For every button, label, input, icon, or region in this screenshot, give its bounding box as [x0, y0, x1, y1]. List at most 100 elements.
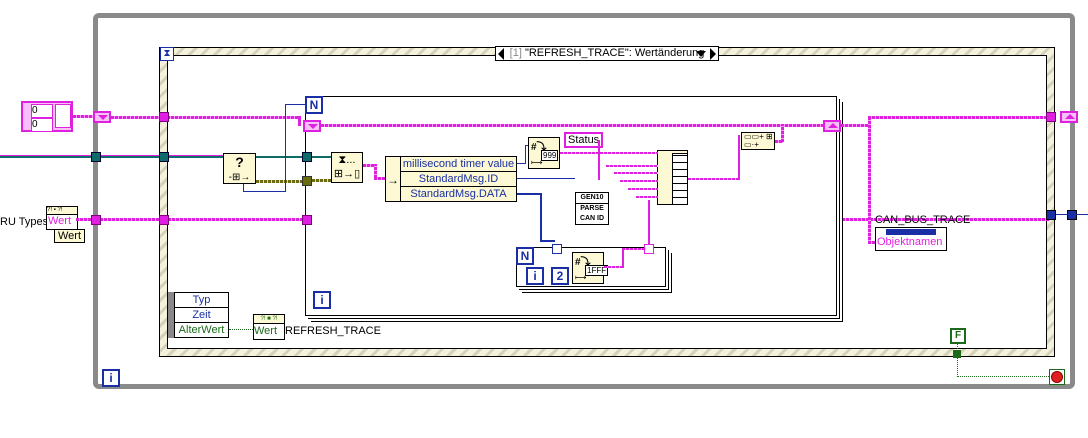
- boolean-wire: [229, 329, 253, 330]
- wire-edge: [0, 155, 225, 156]
- number-to-string-node[interactable]: #⤵ 999 ⟼: [528, 137, 560, 169]
- can-bus-trace-property-node[interactable]: Objektnamen: [875, 227, 947, 251]
- previous-case-arrow-icon[interactable]: [498, 48, 504, 60]
- subvi-line-3: CAN ID: [579, 215, 605, 222]
- can-bus-trace-label: CAN_BUS_TRACE: [875, 214, 971, 226]
- tunnel: [1067, 210, 1077, 220]
- tunnel: [1046, 112, 1056, 122]
- wire: [868, 116, 871, 244]
- wire: [285, 105, 286, 192]
- case-index: [1]: [509, 47, 522, 59]
- for-loop-count-terminal: N: [305, 96, 323, 114]
- build-array-node[interactable]: [657, 150, 688, 205]
- wire: [73, 115, 95, 118]
- inner-number-to-string-node[interactable]: #⤵ 1FFF ⟼: [572, 252, 609, 284]
- tip-label-wert: Wert: [54, 229, 86, 243]
- dequeue-element-node[interactable]: ⧗... ⊞→▯: [331, 152, 363, 183]
- wire: [517, 193, 541, 195]
- stop-terminal[interactable]: [1049, 369, 1065, 385]
- event-data-zeit[interactable]: Zeit: [175, 308, 228, 323]
- queue-wire: [0, 156, 225, 158]
- case-dropdown-icon[interactable]: [696, 51, 706, 57]
- wire: [560, 152, 658, 154]
- tunnel: [1046, 210, 1056, 220]
- wire: [628, 188, 658, 190]
- case-label: "REFRESH_TRACE": Wertänderung: [524, 47, 705, 59]
- status-string-constant[interactable]: Status: [564, 132, 604, 148]
- event-data-node[interactable]: Typ Zeit AlterWert: [174, 292, 229, 338]
- ru-types-label: RU Types: [0, 216, 49, 228]
- wire: [598, 140, 600, 180]
- event-data-alterwert[interactable]: AlterWert: [178, 324, 225, 336]
- tunnel: [91, 215, 101, 225]
- hourglass-icon: ⧗...: [338, 154, 356, 166]
- refresh-trace-terminal[interactable]: ?! ■ ?! Wert: [253, 314, 285, 340]
- hourglass-timeout-icon: ⧗: [160, 47, 174, 61]
- wire: [285, 104, 305, 105]
- while-iteration-terminal: i: [102, 369, 120, 387]
- field-timer[interactable]: millisecond timer value: [401, 158, 516, 172]
- tunnel: [302, 176, 312, 186]
- wire: [374, 164, 377, 178]
- wire: [111, 116, 301, 119]
- cluster-constant[interactable]: 0 0: [21, 101, 73, 132]
- wire: [614, 172, 658, 174]
- tunnel: [159, 215, 169, 225]
- next-case-arrow-icon[interactable]: [710, 48, 716, 60]
- cluster-value-0[interactable]: 0: [31, 104, 53, 118]
- cluster-value-1[interactable]: 0: [31, 118, 53, 132]
- wire: [363, 164, 375, 167]
- boolean-wire: [957, 344, 958, 377]
- wire: [517, 163, 526, 164]
- unbundle-by-name-handle: →: [385, 156, 401, 202]
- subvi-line-1: GEN10: [576, 193, 608, 204]
- hash-icon: #⤵: [531, 142, 547, 153]
- for-loop-iteration-terminal: i: [313, 291, 331, 309]
- wire: [868, 116, 1050, 119]
- wire: [841, 124, 871, 127]
- wire: [1056, 214, 1088, 215]
- wire: [781, 124, 784, 142]
- count-constant[interactable]: 2: [551, 267, 569, 285]
- shift-register-for-right[interactable]: [823, 120, 841, 132]
- terminal-wert: Wert: [254, 325, 278, 337]
- property-wert: Wert: [48, 215, 72, 227]
- wire: [648, 200, 650, 245]
- wire: [243, 184, 244, 192]
- field-id[interactable]: StandardMsg.ID: [401, 172, 516, 187]
- subvi-line-2: PARSE: [580, 205, 604, 212]
- queue-wire: [312, 156, 332, 158]
- while-loop[interactable]: [93, 13, 1075, 389]
- inner-for-loop-count-terminal: N: [516, 247, 534, 265]
- false-constant[interactable]: F: [950, 328, 966, 344]
- event-data-typ[interactable]: Typ: [175, 293, 228, 308]
- wire: [540, 193, 542, 241]
- wire: [868, 241, 878, 244]
- wire: [606, 165, 658, 167]
- wire: [620, 180, 658, 182]
- wire: [636, 196, 658, 198]
- refresh-trace-label: REFRESH_TRACE: [285, 325, 381, 337]
- dequeue-icon: ⊞→▯: [333, 168, 361, 180]
- event-case-selector[interactable]: [1] "REFRESH_TRACE": Wertänderung: [495, 46, 719, 61]
- boolean-wire: [957, 376, 1049, 377]
- field-data[interactable]: StandardMsg.DATA: [410, 188, 507, 200]
- get-queue-status-node[interactable]: ?-⊞→: [223, 153, 256, 184]
- tunnel: [159, 152, 169, 162]
- wire: [540, 240, 555, 242]
- unbundle-by-name-node[interactable]: millisecond timer value StandardMsg.ID S…: [400, 156, 517, 202]
- shift-register-left[interactable]: [93, 111, 111, 123]
- shift-register-for-left[interactable]: [303, 120, 321, 132]
- shift-register-right[interactable]: [1060, 111, 1078, 123]
- wire: [622, 248, 646, 250]
- build-array-concat-node[interactable]: ▭▭+ ⊞▭·+: [741, 132, 775, 150]
- wire: [775, 140, 783, 143]
- event-data-node-handle: [168, 292, 174, 338]
- wire: [243, 191, 285, 192]
- tunnel: [91, 152, 101, 162]
- ru-types-property-node[interactable]: ?! ▪ ?! Wert: [46, 206, 78, 230]
- parse-can-id-subvi[interactable]: GEN10 PARSE CAN ID: [575, 192, 609, 225]
- wire: [298, 116, 301, 126]
- wire: [76, 218, 304, 221]
- wire: [321, 124, 826, 127]
